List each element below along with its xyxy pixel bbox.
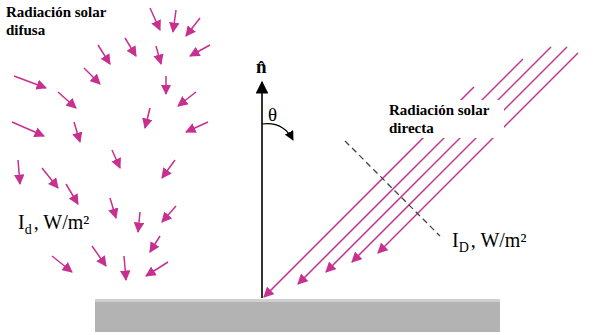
diffuse-ray [146, 262, 168, 276]
wavefront-dashed-line [345, 141, 440, 236]
diffuse-ray [156, 46, 161, 64]
diffuse-ray [14, 76, 46, 88]
diffuse-title: Radiación solar difusa [6, 3, 116, 39]
surface-edge [95, 299, 500, 302]
direct-ray [326, 47, 551, 272]
diffuse-ray [186, 18, 200, 36]
diffuse-ray [165, 76, 167, 94]
diffuse-ray [66, 184, 78, 204]
diffuse-ray [124, 256, 126, 280]
diffuse-ray [52, 256, 72, 272]
diffuse-ray [58, 92, 76, 108]
intensity-subscript: d [25, 222, 32, 239]
diffuse-ray [42, 168, 58, 188]
diffuse-ray [138, 212, 140, 232]
diffuse-ray [162, 160, 175, 178]
direct-title: Radiación solar directa [386, 100, 504, 138]
normal-symbol: n̂ [256, 56, 267, 79]
intensity-symbol: I [18, 210, 25, 234]
diffuse-ray [74, 122, 80, 142]
surface [95, 299, 500, 332]
diffuse-ray [150, 8, 160, 30]
diffuse-rays [12, 8, 210, 280]
intensity-units: , W/m² [471, 228, 527, 252]
diffuse-ray [186, 122, 208, 132]
normal-vector [261, 82, 263, 298]
intensity-symbol: I [452, 228, 459, 252]
diffuse-ray [98, 45, 110, 64]
direct-ray [352, 47, 567, 262]
diffuse-ray [18, 160, 20, 184]
direct-rays [264, 47, 578, 297]
diffuse-ray [125, 38, 136, 56]
intensity-units: , W/m² [34, 210, 90, 234]
angle-arc [262, 124, 293, 140]
direct-ray [378, 53, 578, 253]
angle-symbol: θ [268, 104, 277, 127]
diffuse-ray [92, 246, 106, 266]
diffuse-ray [145, 108, 150, 128]
diffuse-ray [12, 122, 44, 136]
diffuse-ray [112, 150, 120, 168]
diffuse-ray [173, 10, 176, 32]
diffuse-ray [84, 68, 100, 84]
diffuse-ray [150, 236, 160, 252]
diffuse-ray [110, 198, 116, 218]
diffuse-ray [162, 206, 176, 222]
diffuse-ray [190, 45, 210, 56]
diffuse-ray [178, 92, 196, 106]
intensity-subscript: D [459, 240, 469, 257]
